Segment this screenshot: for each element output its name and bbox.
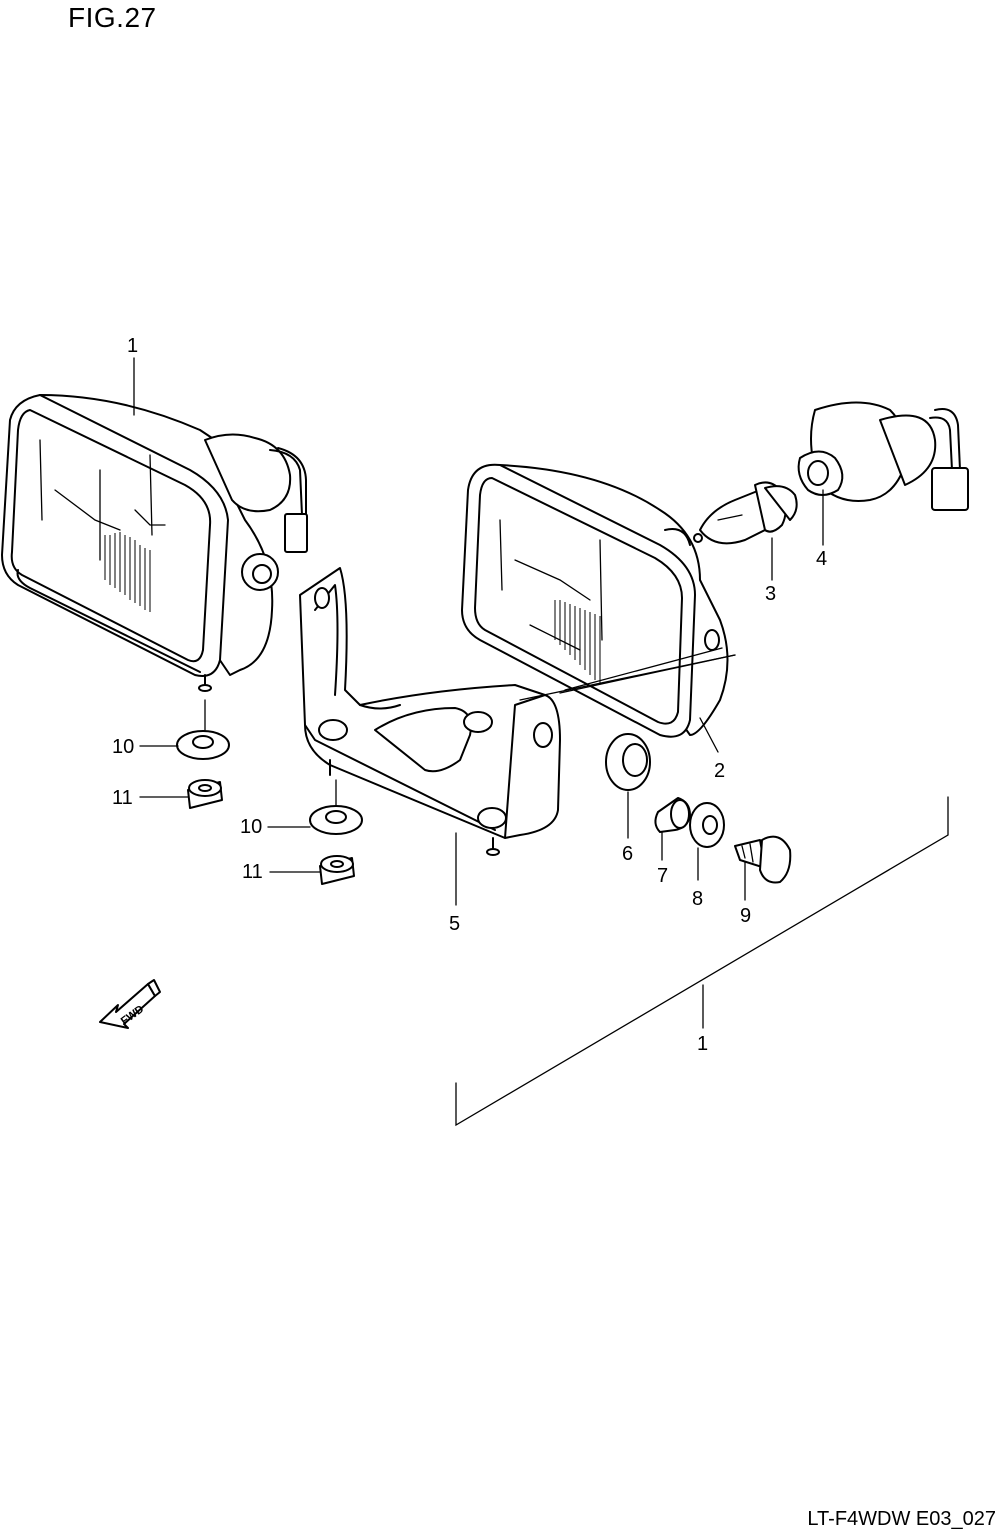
- figure-title: FIG.27: [68, 2, 157, 33]
- mounting-bracket: [299, 567, 561, 856]
- bulb-socket: [797, 401, 969, 511]
- callout-10-left: 10: [112, 736, 134, 758]
- callout-4: 4: [816, 548, 827, 570]
- grommet-washer-left: [176, 730, 230, 760]
- nut-left: [187, 779, 223, 809]
- callout-7: 7: [657, 865, 668, 887]
- headlamp-left: [1, 394, 308, 692]
- callout-11-left: 11: [112, 787, 133, 809]
- fwd-arrow-icon: FWD: [99, 979, 161, 1029]
- callout-6: 6: [622, 843, 633, 865]
- callouts: 1 2 3 4 5 6 7 8 9 10 11 10 11 1: [112, 335, 827, 1055]
- callout-1-bracket: 1: [697, 1033, 708, 1055]
- leader-lines: [133, 357, 949, 1127]
- nut-mid: [319, 855, 355, 885]
- callout-2: 2: [714, 760, 725, 782]
- headlamp-right: [461, 463, 729, 738]
- callout-8: 8: [692, 888, 703, 910]
- grommet: [605, 733, 651, 791]
- callout-5: 5: [449, 913, 460, 935]
- drawing-code: LT-F4WDW E03_027: [807, 1508, 996, 1530]
- callout-1-top: 1: [127, 335, 138, 357]
- washer: [689, 802, 725, 848]
- callout-3: 3: [765, 583, 776, 605]
- collar: [654, 797, 691, 833]
- callout-11-mid: 11: [242, 861, 263, 883]
- grommet-washer-mid: [309, 805, 363, 835]
- callout-10-mid: 10: [240, 816, 262, 838]
- bolt: [734, 835, 792, 884]
- callout-9: 9: [740, 905, 751, 927]
- bulb: [693, 481, 798, 545]
